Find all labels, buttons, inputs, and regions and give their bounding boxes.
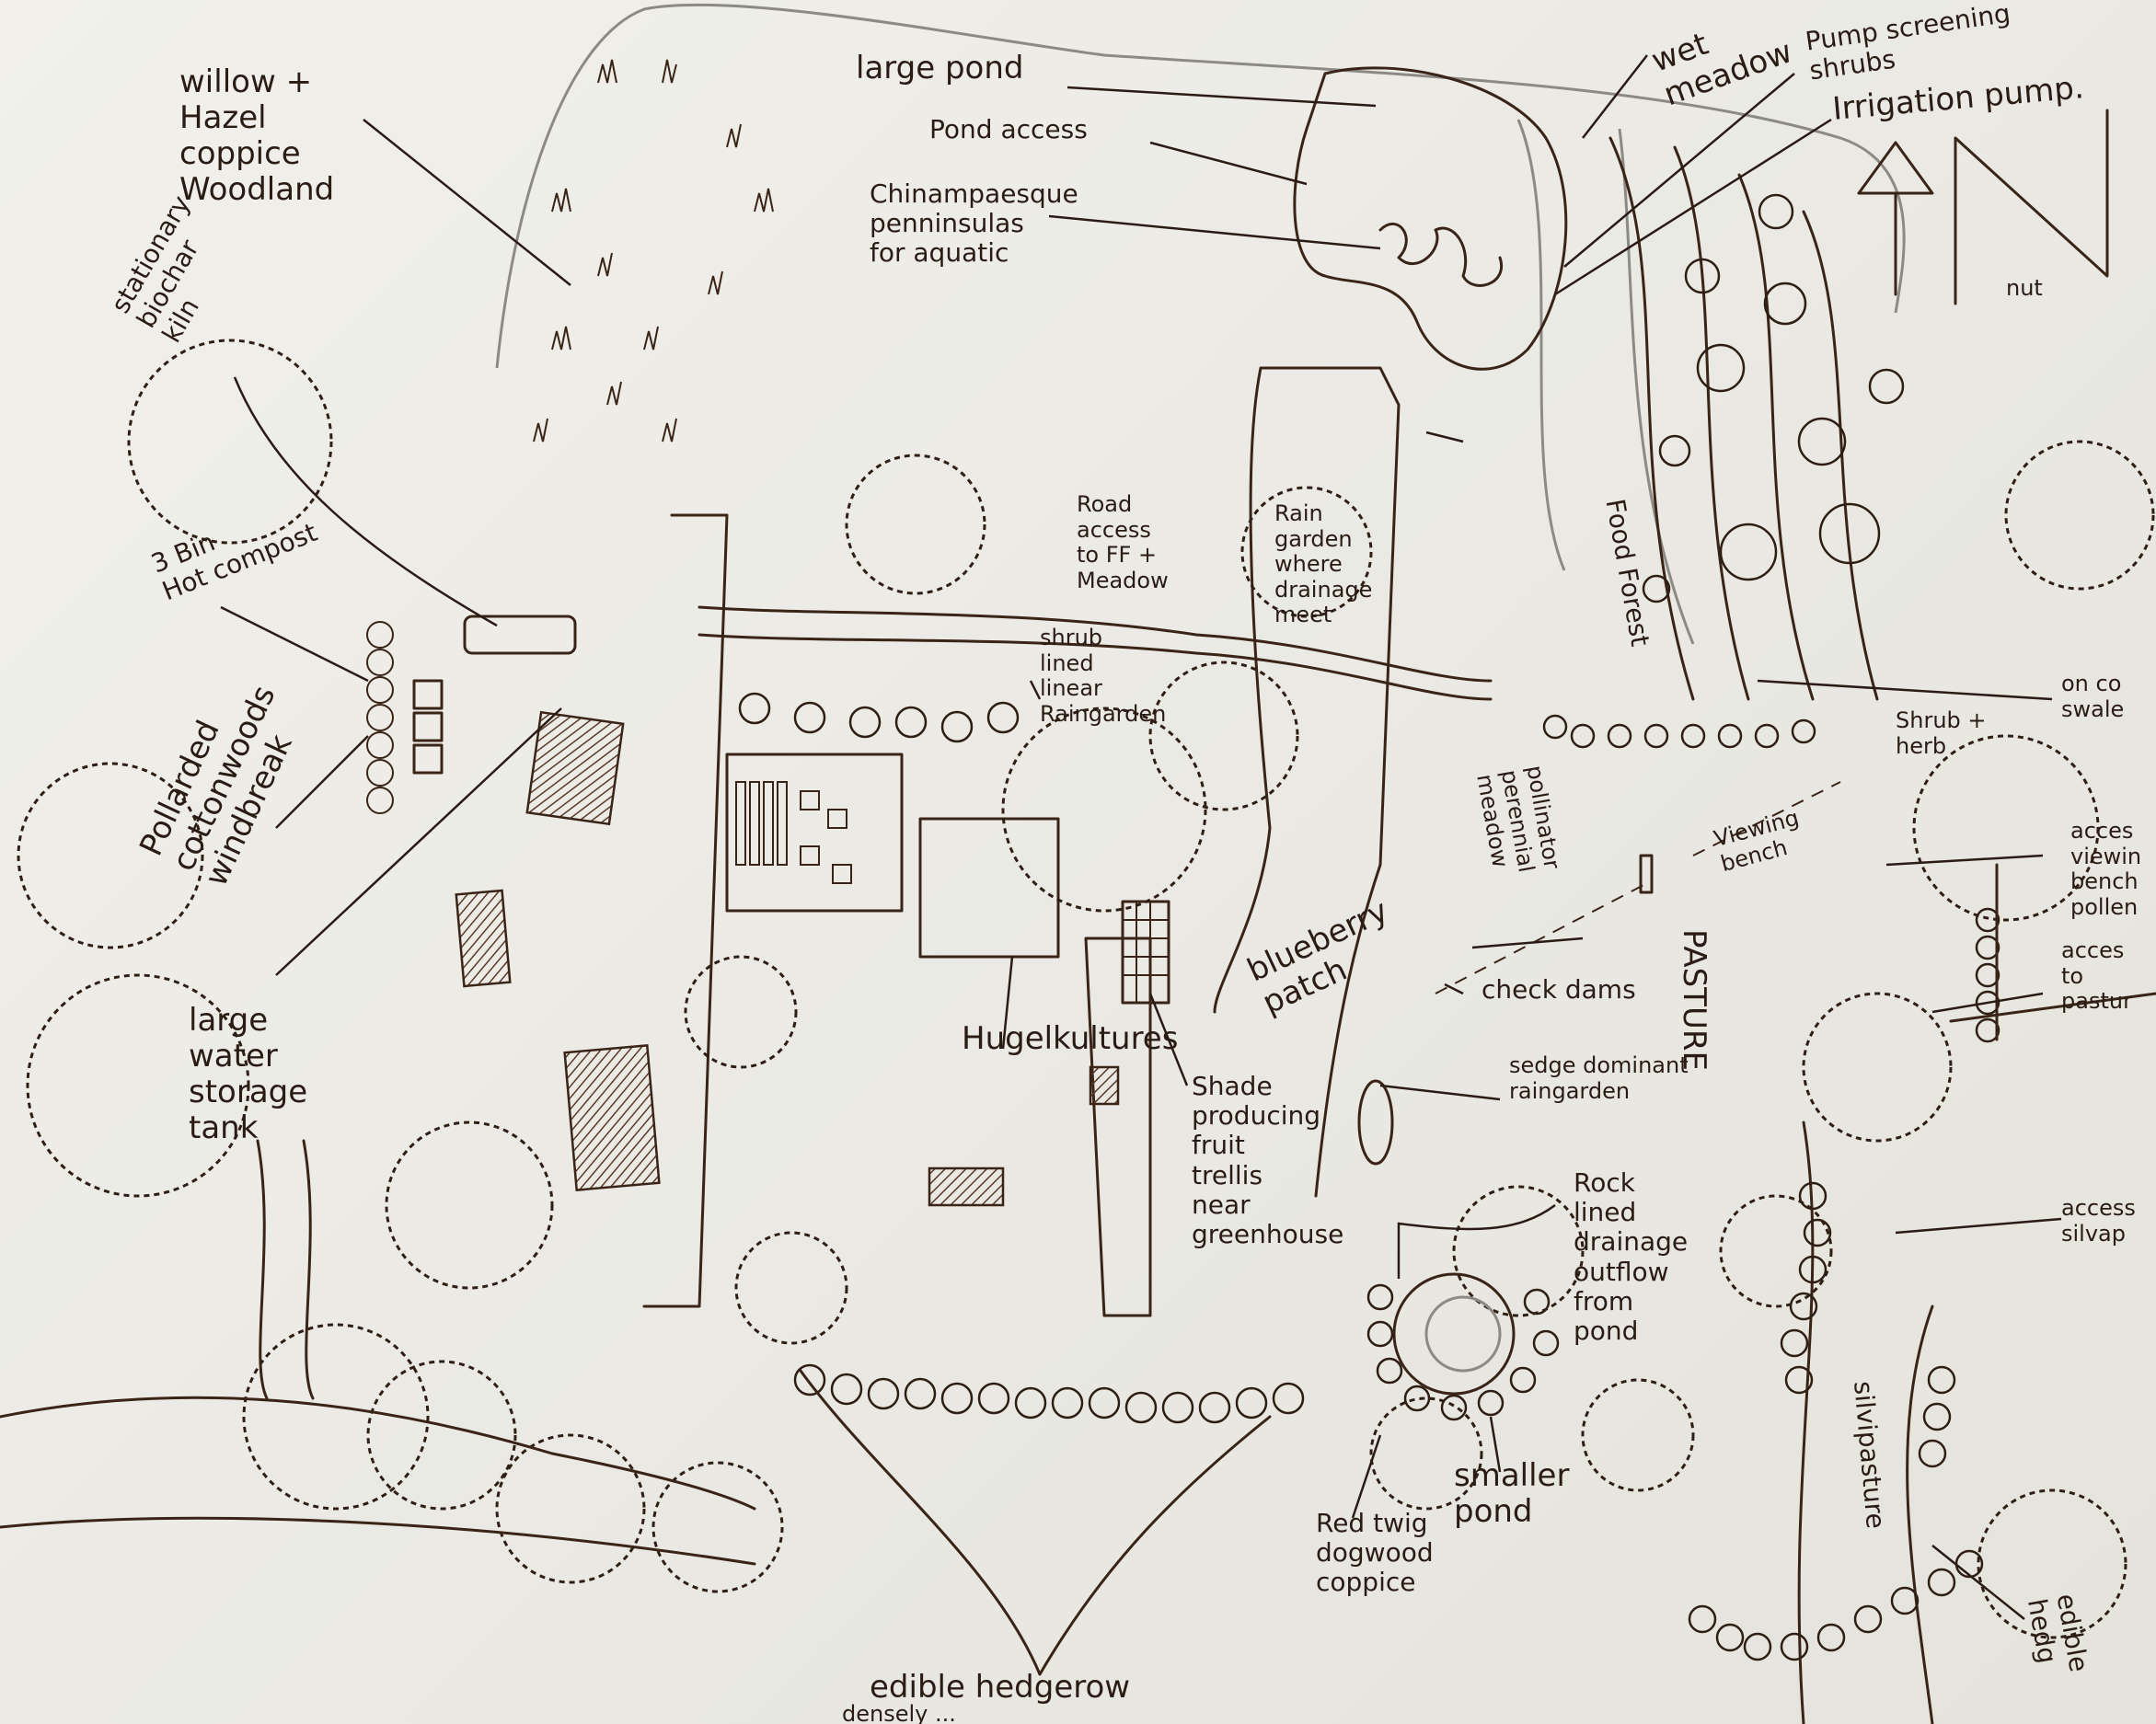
compost-bins [412,679,444,775]
label-hugelkultures: Hugelkultures [962,1020,1179,1057]
edible-hedge-right [1688,1549,1984,1661]
small-shed [1089,1065,1120,1106]
label-water-tank: large water storage tank [189,1002,308,1147]
shrub-herb-row [1542,714,1816,749]
label-nut: nut [2006,275,2043,301]
leader-lines [220,54,2062,1620]
bench-path [1435,781,1841,994]
label-willow-coppice: willow + Hazel coppice Woodland [179,63,335,209]
label-densely: densely ... [842,1701,956,1724]
food-forest-trees [1642,193,1905,603]
smaller-pond [1392,1272,1516,1396]
hugelkultur-area [918,817,1060,959]
label-sedge-raingarden: sedge dominant raingarden [1509,1052,1689,1104]
pasture-fence [1949,863,2156,1041]
bottom-bank [0,1396,756,1566]
label-shade-trellis: Shade producing fruit trellis near green… [1192,1071,1344,1249]
raingarden-shrubs [738,692,1020,743]
house-building [525,710,625,826]
rain-garden-track [1213,366,1401,1198]
label-on-swale: on co swale [2061,671,2125,722]
north-arrow-icon [1857,109,2109,305]
label-access-viewing: acces viewin bench pollen [2070,818,2142,920]
shed-building [455,889,512,988]
label-pond-access: Pond access [929,114,1088,144]
label-access-pasture: acces to pastur [2061,937,2132,1015]
food-forest-boundary [1516,119,1695,645]
greenhouse-shed [928,1167,1005,1207]
viewing-bench [1639,854,1654,894]
label-edible-hedgerow: edible hedgerow [870,1669,1131,1706]
garden-bed-area [725,753,904,913]
label-rock-drainage: Rock lined drainage outflow from pond [1574,1167,1689,1346]
label-chinampa: Chinampaesque penninsulas for aquatic [870,178,1078,269]
coppice-plants [533,59,774,442]
hedgerow-v [799,1369,1272,1676]
hedgerow-shrubs [793,1363,1305,1424]
label-shrub-herb: Shrub + herb [1896,707,1987,759]
food-forest-swales [1608,136,1879,701]
chinampa-peninsulas [1378,223,1504,287]
main-road [642,513,1493,1308]
canopy-trees [17,339,2155,1639]
greenhouse-lane [1084,937,1152,1317]
label-access-silvopasture: access silvap [2061,1195,2136,1247]
silvopasture-trees [1780,907,2000,1468]
biochar-kiln [463,615,577,655]
label-road-access: Road access to FF + Meadow [1077,491,1169,593]
label-red-twig-dogwood: Red twig dogwood coppice [1316,1508,1434,1598]
label-large-pond: large pond [856,50,1024,86]
label-shrub-raingarden: shrub lined linear Raingarden [1040,625,1167,727]
pond-ring-shrubs [1366,1283,1560,1421]
barn-building [563,1044,661,1191]
label-rain-garden: Rain garden where drainage meet [1274,500,1373,628]
large-pond [1293,66,1568,371]
woodland-boundary [495,3,1906,369]
sedge-raingarden [1357,1079,1394,1166]
trellis-grid [1121,900,1170,1005]
cottonwood-windbreak [366,621,394,814]
garden-bed-rows [735,781,852,884]
label-smaller-pond: smaller pond [1454,1457,1570,1531]
label-pasture: PASTURE [1676,929,1712,1071]
label-edible-hedge-right: edible hedg [2021,1591,2094,1674]
label-check-dams: check dams [1482,974,1636,1005]
